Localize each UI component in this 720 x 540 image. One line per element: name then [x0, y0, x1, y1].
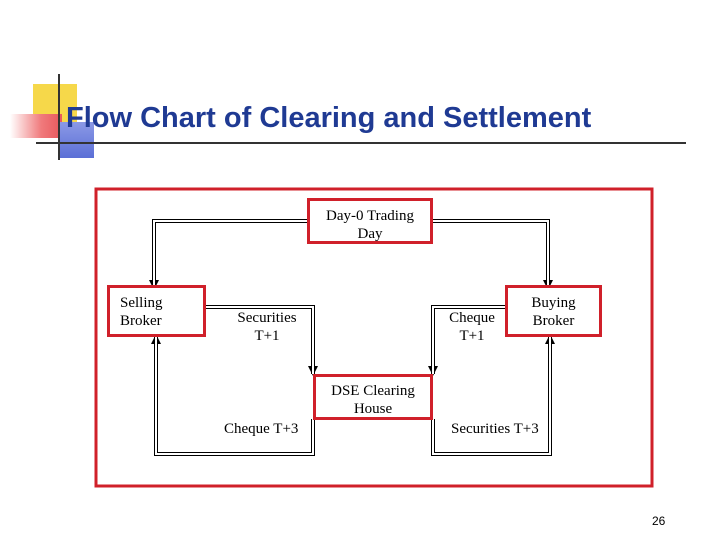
trading-day-line2: Day — [357, 226, 383, 242]
slide-title: Flow Chart of Clearing and Settlement — [66, 102, 592, 134]
label-securities-t3: Securities T+3 — [451, 421, 539, 437]
node-trading-day: Day-0 Trading Day — [307, 198, 433, 244]
cheque-t1-line1: Cheque — [449, 310, 495, 326]
label-securities-t1: Securities T+1 — [226, 309, 308, 345]
buying-broker-line2: Broker — [532, 313, 575, 329]
node-buying-broker: Buying Broker — [505, 285, 602, 337]
node-clearing-house: DSE Clearing House — [313, 374, 433, 420]
title-underline — [36, 142, 686, 144]
label-cheque-t1: Cheque T+1 — [440, 309, 504, 345]
node-selling-broker: Selling Broker — [107, 285, 206, 337]
securities-t1-line2: T+1 — [254, 328, 280, 344]
connector-trading-to-buying — [433, 219, 553, 290]
securities-t1-line1: Securities — [237, 310, 297, 326]
clearing-house-line1: DSE Clearing — [331, 383, 415, 399]
selling-broker-line1: Selling — [120, 295, 163, 311]
decor-blue-square — [60, 122, 94, 158]
outer-frame — [94, 187, 654, 488]
label-cheque-t3: Cheque T+3 — [224, 421, 299, 437]
decor-vertical-line — [58, 74, 60, 160]
connector-trading-to-selling — [149, 219, 307, 290]
clearing-house-line2: House — [353, 401, 393, 417]
decor-red-square — [10, 114, 62, 138]
buying-broker-line1: Buying — [531, 295, 576, 311]
selling-broker-line2: Broker — [120, 313, 162, 329]
cheque-t1-line2: T+1 — [459, 328, 485, 344]
page-number: 26 — [652, 514, 666, 528]
trading-day-line1: Day-0 Trading — [326, 208, 414, 224]
